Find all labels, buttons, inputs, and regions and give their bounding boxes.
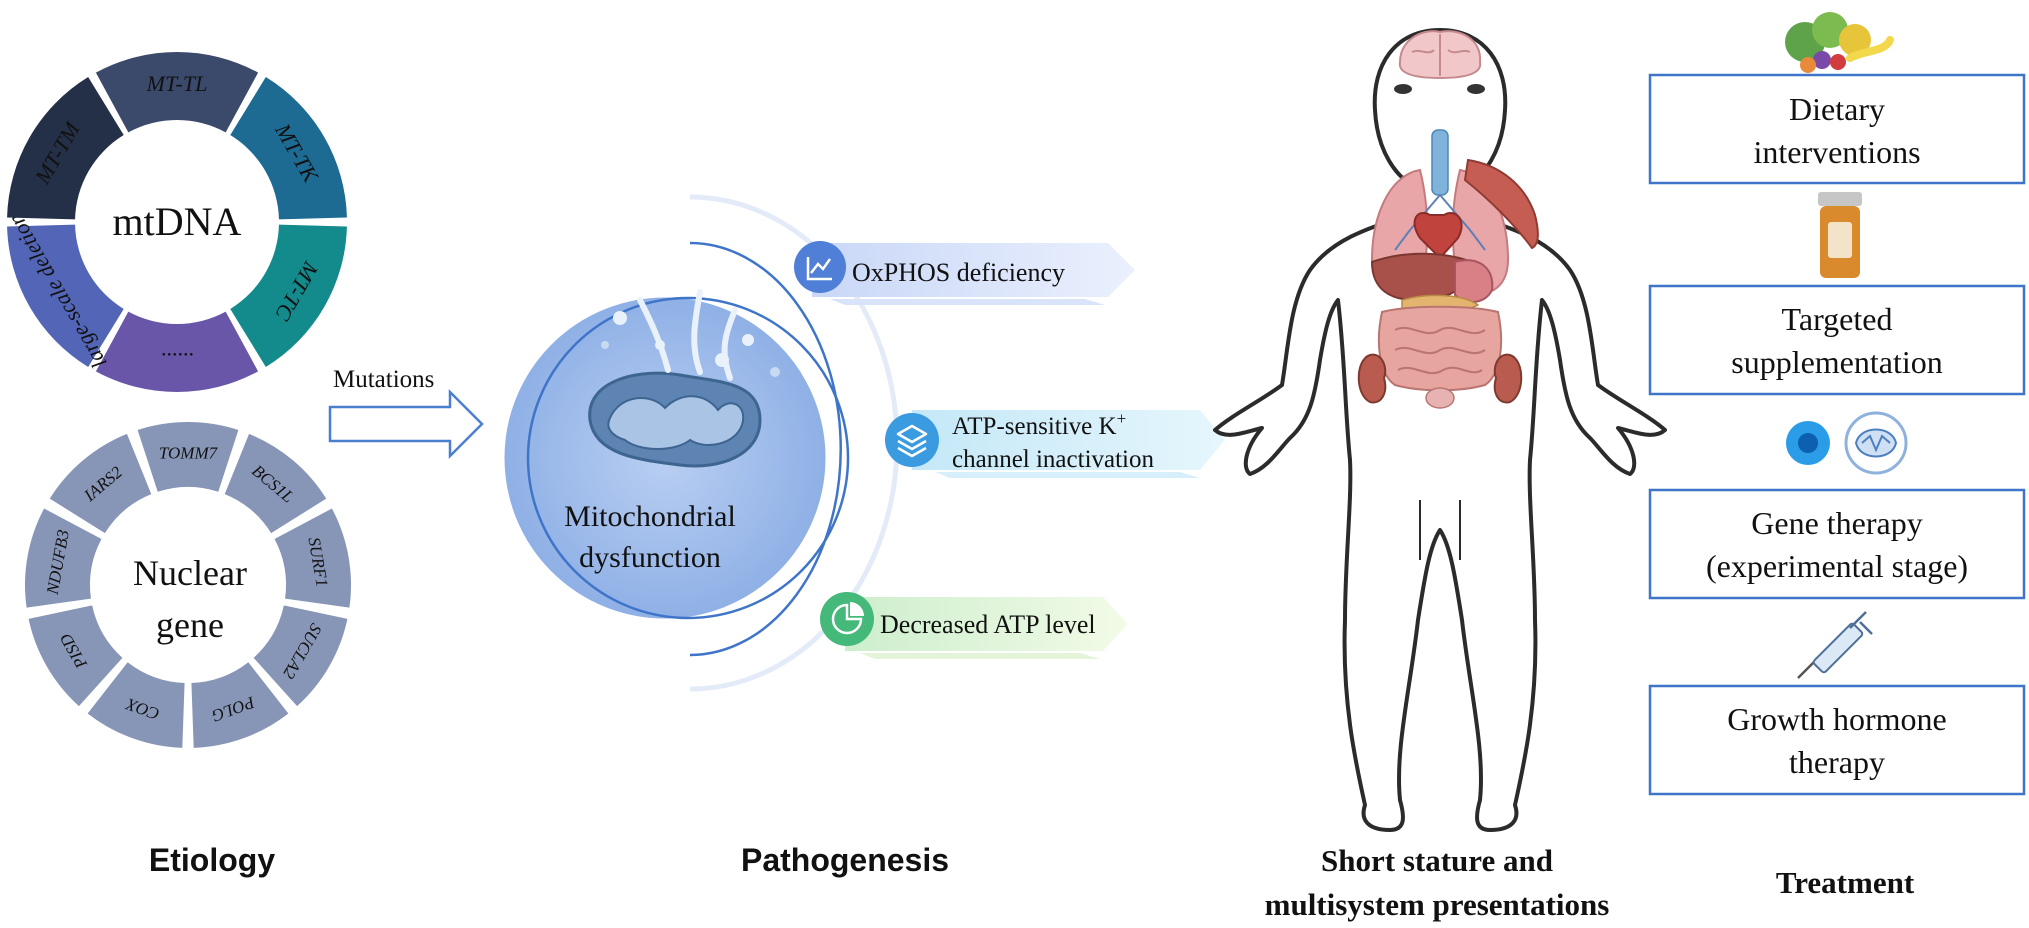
katp-superscript: + [1117,409,1127,428]
treatment-box-growth-hormone [1648,684,2026,796]
pathogenesis-item-atp: Decreased ATP level [820,592,1128,659]
mitochondrial-label-line2: dysfunction [579,541,721,574]
nuclear-segment [274,508,351,608]
pathogenesis-title: Pathogenesis [741,842,949,878]
mitochondria-icon [1786,411,1908,475]
nuclear-segment [49,433,152,534]
pathogenesis-item-oxphos: OxPHOS deficiency [794,241,1135,305]
mutations-arrow [328,388,484,460]
atp-label: Decreased ATP level [880,610,1096,639]
nuclear-label-line1: Nuclear [133,553,247,593]
nuclear-segment [191,662,289,748]
katp-label-line1: ATP-sensitive K [952,413,1117,440]
mtdna-segment [95,311,259,393]
mtdna-segment [230,77,347,220]
mtdna-segment-label: MT-TL [146,71,208,96]
layers-icon [885,413,939,467]
nuclear-segment-label: TOMM7 [159,443,219,462]
human-body-illustration [1213,28,1667,832]
pathogenesis-item-katp: ATP-sensitive K+ channel inactivation [885,409,1225,478]
treatment-box-dietary [1648,73,2026,185]
treatment-gene-line2: (experimental stage) [1706,548,1968,584]
katp-label-line2: channel inactivation [952,446,1155,473]
mtdna-segment-label: ...... [161,348,194,373]
treatment-dietary-line1: Dietary [1789,91,1885,127]
nuclear-segment [87,662,185,748]
nuclear-ring-center [93,490,283,680]
treatment-growth-line2: therapy [1789,744,1885,780]
mitochondrial-label-line1: Mitochondrial [564,500,736,533]
treatment-title: Treatment [1776,865,1915,900]
syringe-icon [1797,611,1873,679]
nuclear-segment [253,605,348,707]
pill-bottle-icon [1818,192,1862,278]
treatment-box-gene-therapy [1648,488,2026,600]
treatment-box-supplementation [1648,284,2026,396]
mutations-label: Mutations [333,366,434,393]
nuclear-segment [137,422,239,492]
mitochondrion-icon [588,289,780,468]
mitochondrial-dysfunction-ring [526,296,850,620]
mtdna-ring-center [77,122,277,322]
oxphos-label: OxPHOS deficiency [852,258,1065,287]
treatment-gene-line1: Gene therapy [1751,505,1922,541]
nuclear-gene-ring: TOMM7BCS1LSURF1SUCLA2POLGCOXPISDNDUFB3IA… [24,422,351,748]
presentation-title-line1: Short stature and [1321,843,1553,878]
treatment-supplementation-line2: supplementation [1731,344,1943,380]
mtdna-segment [95,51,259,133]
mtdna-label: mtDNA [113,199,242,244]
treatment-supplementation-line1: Targeted [1782,301,1893,337]
treatment-dietary-line2: interventions [1753,134,1920,170]
nuclear-label-line2: gene [156,605,224,645]
mtdna-segment [7,77,124,220]
mtdna-segment [7,224,124,367]
presentation-title-line2: multisystem presentations [1265,887,1610,922]
katp-label-line1-wrap: ATP-sensitive K+ [952,409,1126,440]
etiology-title: Etiology [149,842,275,878]
nuclear-segment [224,433,327,534]
food-icon [1785,12,1894,73]
nuclear-segment [28,605,123,707]
treatment-growth-line1: Growth hormone [1727,701,1947,737]
mtdna-segment [230,224,347,367]
nuclear-segment [24,508,102,608]
